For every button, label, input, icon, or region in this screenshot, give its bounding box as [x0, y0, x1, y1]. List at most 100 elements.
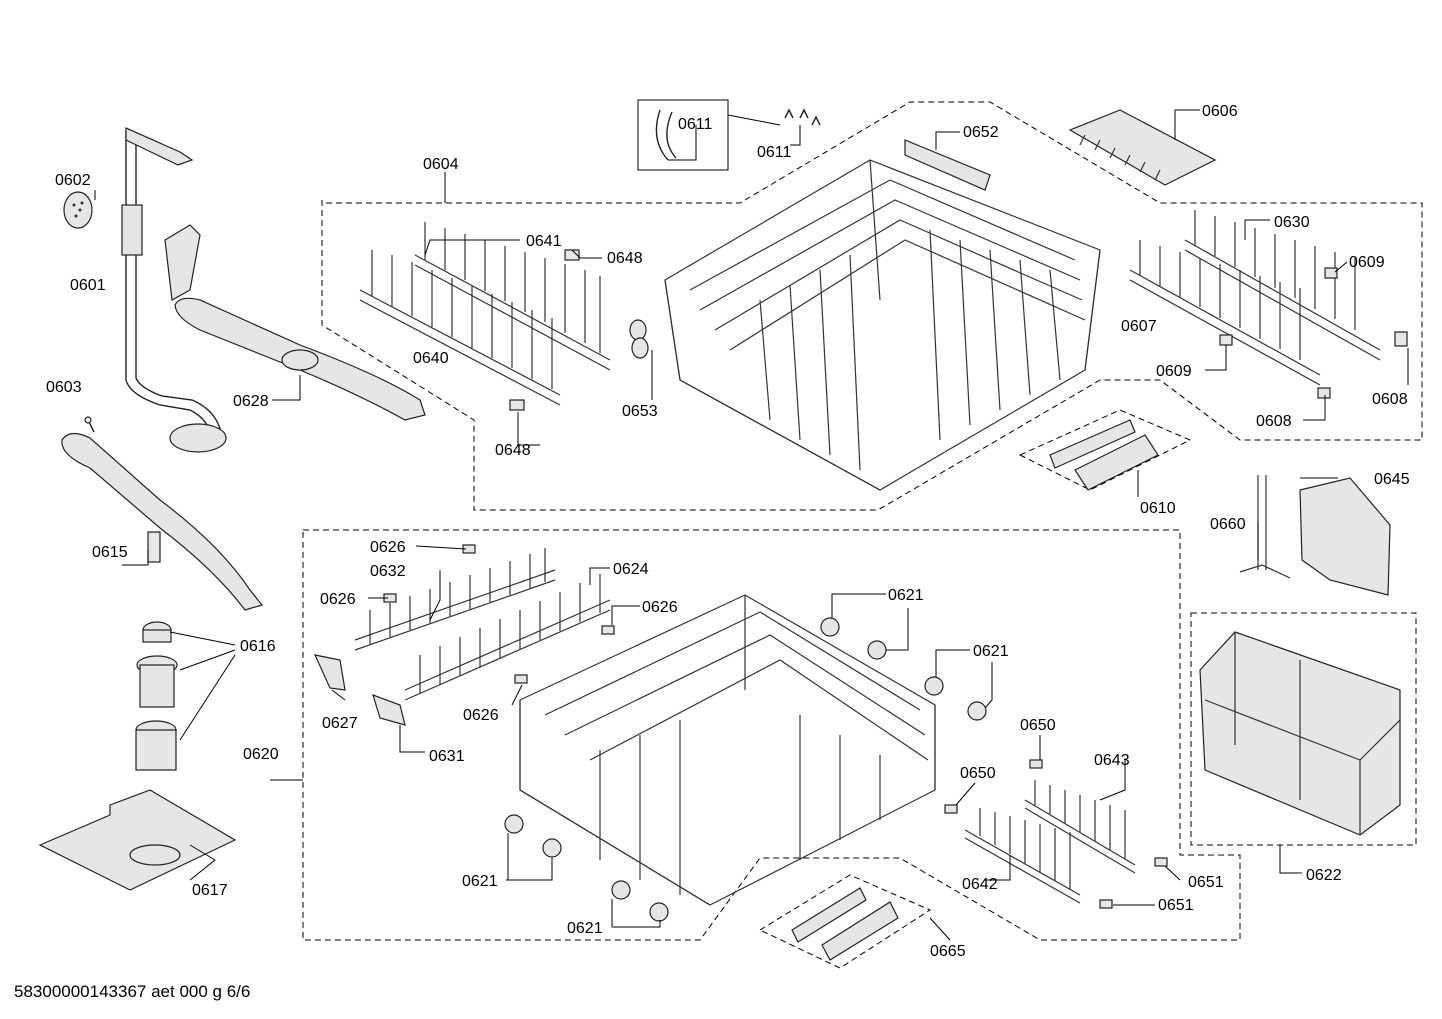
upper-basket-group-outline [321, 101, 1423, 511]
wheel-0621-c [924, 676, 944, 696]
tine-rack-0624 [404, 574, 611, 701]
label-0616: 0616 [240, 638, 276, 655]
strainer-0602 [63, 191, 93, 229]
label-0642: 0642 [962, 876, 998, 893]
label-0640: 0640 [413, 350, 449, 367]
wheel-0621-h [649, 902, 669, 922]
handle-0665-outline [758, 874, 932, 969]
label-0632: 0632 [370, 563, 406, 580]
label-0653: 0653 [622, 403, 658, 420]
handle-0665 [791, 887, 899, 961]
clip-0648-b [509, 399, 525, 411]
clip-0651-b [1099, 899, 1113, 909]
tine-rack-0641 [414, 222, 611, 371]
label-0604: 0604 [423, 156, 459, 173]
label-0601: 0601 [70, 277, 106, 294]
label-0643: 0643 [1094, 752, 1130, 769]
label-0617: 0617 [192, 882, 228, 899]
label-0645: 0645 [1374, 471, 1410, 488]
label-0610: 0610 [1140, 500, 1176, 517]
bracket-0627 [313, 654, 346, 691]
label-0626-b: 0626 [320, 591, 356, 608]
filter-set-0616 [135, 621, 178, 771]
tine-rack-0632 [354, 548, 556, 651]
handle-0610-outline [1018, 409, 1192, 491]
label-0626-d: 0626 [463, 707, 499, 724]
lower-basket-group-outline [302, 529, 1241, 941]
label-0641: 0641 [526, 233, 562, 250]
clip-0608-a [1394, 331, 1408, 347]
tine-rack-0643 [1024, 780, 1136, 874]
label-0665: 0665 [930, 943, 966, 960]
label-0611-a: 0611 [678, 116, 713, 133]
tine-rack-0607 [1129, 240, 1321, 386]
label-0650-b: 0650 [960, 765, 996, 782]
tine-rack-0642 [964, 808, 1081, 904]
label-0660: 0660 [1210, 516, 1246, 533]
clip-0609-b [1219, 334, 1233, 346]
label-0608-a: 0608 [1256, 413, 1292, 430]
clip-0626-d [514, 674, 528, 684]
label-0652: 0652 [963, 124, 999, 141]
label-0648-a: 0648 [607, 250, 643, 267]
label-0615: 0615 [92, 544, 128, 561]
wheel-0621-g [611, 880, 631, 900]
wheel-0621-d [967, 701, 987, 721]
label-0626-a: 0626 [370, 539, 406, 556]
lower-basket [519, 594, 936, 906]
label-0621-b: 0621 [973, 643, 1009, 660]
bracket-0631 [372, 694, 406, 726]
clip-0651-a [1154, 857, 1168, 867]
document-code: 58300000143367 aet 000 g 6/6 [14, 982, 251, 1001]
label-0606: 0606 [1202, 103, 1238, 120]
wheel-0621-b [867, 640, 887, 660]
wheel-0621-e [504, 814, 524, 834]
label-0624: 0624 [613, 561, 649, 578]
holder-0660 [1239, 475, 1291, 579]
screw-0603 [84, 416, 95, 433]
label-0607: 0607 [1121, 318, 1157, 335]
supply-pipe-0601 [121, 127, 227, 453]
wheel-0621-f [542, 838, 562, 858]
cutlery-basket-0622 [1199, 631, 1401, 836]
spray-arm-0628 [164, 224, 426, 421]
label-0628: 0628 [233, 393, 269, 410]
label-0630: 0630 [1274, 214, 1310, 231]
clip-detail-0611 [637, 99, 821, 171]
rail-0652 [904, 139, 991, 191]
clip-0608-b [1317, 387, 1331, 399]
label-0609-b: 0609 [1156, 363, 1192, 380]
clip-0650-a [1029, 759, 1043, 769]
label-0621-d: 0621 [567, 920, 603, 937]
wheel-0621-a [820, 617, 840, 637]
upper-basket [629, 159, 1101, 491]
label-0651-a: 0651 [1188, 874, 1224, 891]
clip-0626-c [601, 625, 615, 635]
cutlery-basket-group-outline [1190, 612, 1417, 846]
label-0648-b: 0648 [495, 442, 531, 459]
label-0611-b: 0611 [757, 144, 792, 161]
part-labels: 0602 0601 0603 0628 0615 0616 0617 0620 … [46, 103, 1410, 960]
label-0651-b: 0651 [1158, 897, 1194, 914]
sump-plate-0617 [38, 789, 237, 891]
leader-lines [94, 109, 1409, 941]
label-0609-a: 0609 [1349, 254, 1385, 271]
clip-0609-a [1324, 267, 1338, 279]
label-0627: 0627 [322, 715, 358, 732]
label-0603: 0603 [46, 379, 82, 396]
label-0620: 0620 [243, 746, 279, 763]
cup-shelf-0606 [1068, 109, 1217, 186]
label-0602: 0602 [55, 172, 91, 189]
label-0621-c: 0621 [462, 873, 498, 890]
tine-rack-0640 [359, 250, 561, 406]
clip-0650-b [944, 804, 958, 814]
insert-0645 [1299, 477, 1391, 596]
label-0631: 0631 [429, 748, 465, 765]
label-0621-a: 0621 [888, 587, 924, 604]
label-0650-a: 0650 [1020, 717, 1056, 734]
handle-0610 [1049, 419, 1159, 491]
label-0608-b: 0608 [1372, 391, 1408, 408]
tine-rack-0630 [1184, 210, 1381, 361]
spray-arm-0615 [61, 432, 264, 611]
